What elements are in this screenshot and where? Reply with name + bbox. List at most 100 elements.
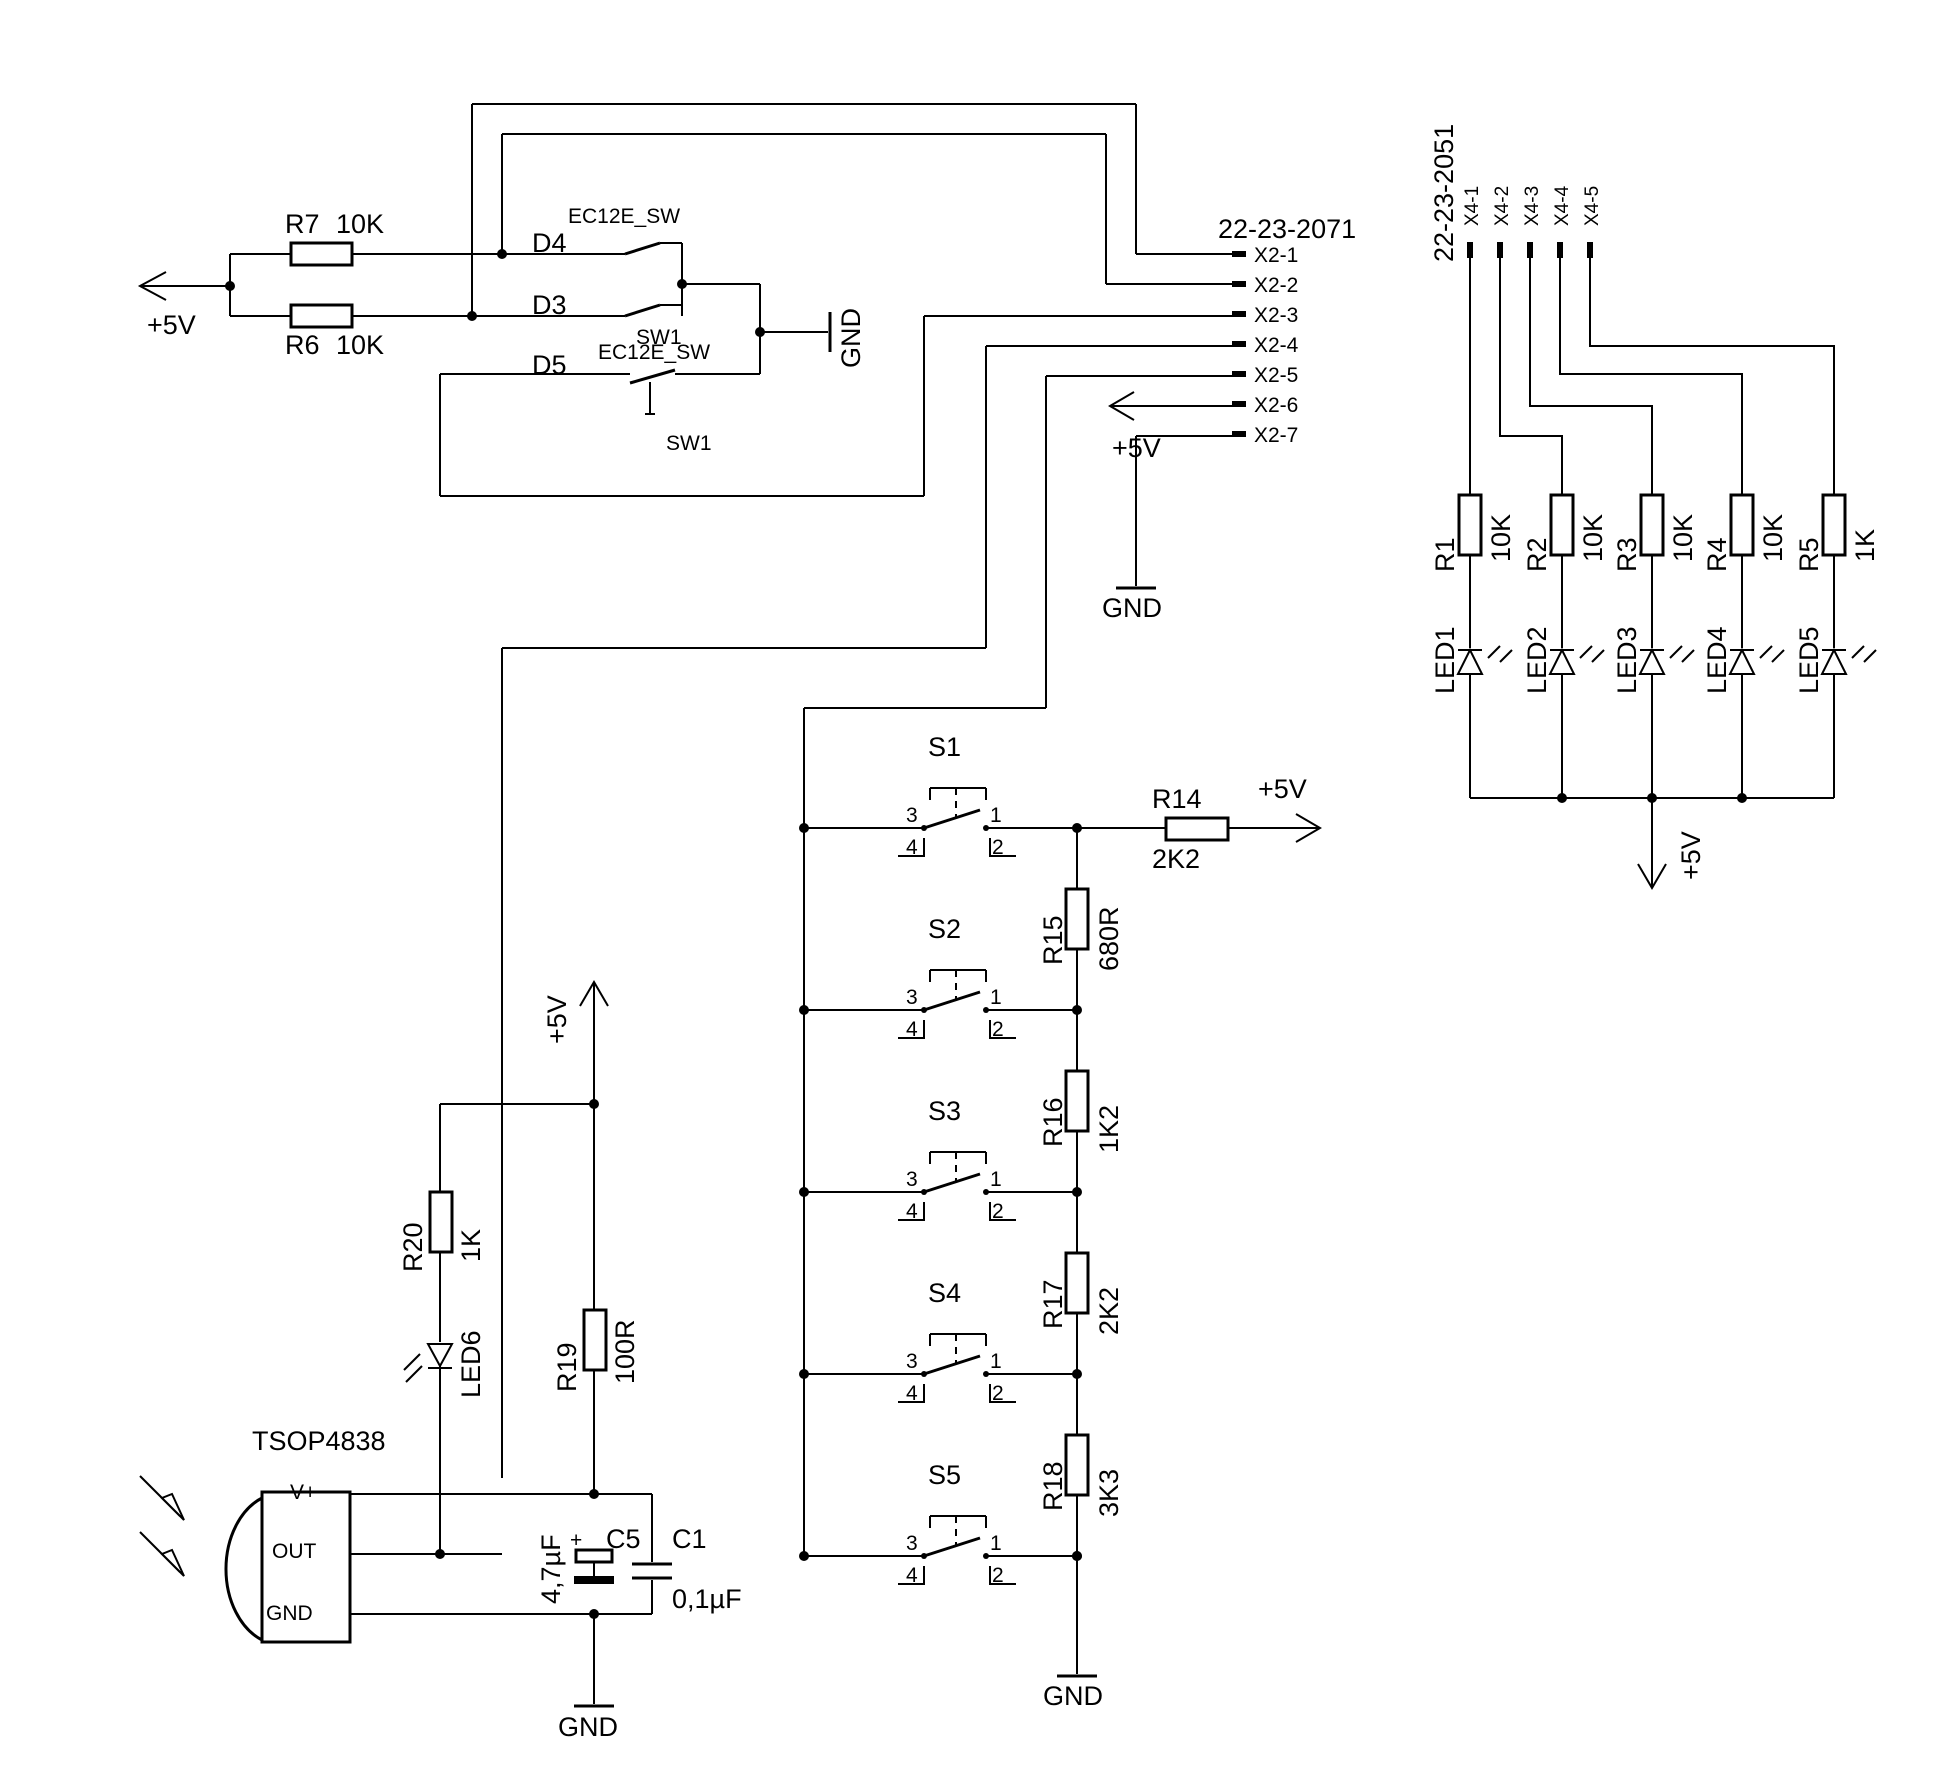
x2-pin-label: X2-1 <box>1254 244 1298 267</box>
led6-ref: LED6 <box>456 1330 486 1398</box>
switch-ref: S1 <box>928 732 961 762</box>
switch-pin-2: 2 <box>992 1018 1004 1041</box>
led-resistor-value: 10K <box>1486 514 1516 562</box>
ladder-resistor-ref: R18 <box>1038 1461 1068 1511</box>
x4-pin-3 <box>1527 242 1533 258</box>
switch-ref: S5 <box>928 1460 961 1490</box>
ladder-resistor-value: 3K3 <box>1094 1469 1124 1517</box>
vcc-label: +5V <box>147 310 196 340</box>
x2-pin-4 <box>1232 341 1246 347</box>
ladder-resistor-ref: R15 <box>1038 915 1068 965</box>
encoder-gnd-label: GND <box>836 308 866 368</box>
led-icon <box>1820 647 1848 675</box>
led-vcc-arrow-icon <box>1637 863 1667 890</box>
x4-pin-label: X4-5 <box>1582 186 1603 226</box>
led-icon <box>1638 647 1666 675</box>
led-vcc-label: +5V <box>1676 831 1706 880</box>
switch-pin-4: 4 <box>906 1564 918 1587</box>
r20-value: 1K <box>456 1229 486 1262</box>
r19-ref: R19 <box>552 1342 582 1392</box>
led-resistor <box>1457 493 1483 557</box>
c1-ref: C1 <box>672 1524 707 1554</box>
switch-pin-4: 4 <box>906 1018 918 1041</box>
led-icon <box>1456 647 1484 675</box>
switch-ref: S4 <box>928 1278 961 1308</box>
x2-pin-5 <box>1232 371 1246 377</box>
r14-value: 2K2 <box>1152 844 1200 874</box>
x2-pin-6 <box>1232 401 1246 407</box>
led-resistor-ref: R2 <box>1522 537 1552 572</box>
x2-pin-label: X2-4 <box>1254 334 1299 357</box>
led-icon <box>1728 647 1756 675</box>
led-resistor <box>1821 493 1847 557</box>
r7-value: 10K <box>336 209 384 239</box>
led-resistor-ref: R3 <box>1612 537 1642 572</box>
ir-vcc-arrow-icon <box>579 980 609 1007</box>
switch-pin-1: 1 <box>990 1350 1002 1373</box>
tsop-pin-gnd: GND <box>266 1602 313 1625</box>
led-ref: LED2 <box>1522 626 1552 694</box>
switch-pin-3: 3 <box>906 1168 918 1191</box>
switch-pin-1: 1 <box>990 986 1002 1009</box>
ladder-resistor <box>1064 887 1090 951</box>
r6-ref: R6 <box>285 330 320 360</box>
sw1-ref-a: SW1 <box>636 326 682 349</box>
r19-value: 100R <box>610 1319 640 1384</box>
d5-net: D5 <box>532 350 567 380</box>
r14-ref: R14 <box>1152 784 1202 814</box>
switch-pin-3: 3 <box>906 1350 918 1373</box>
led-resistor <box>1639 493 1665 557</box>
c5-ref: C5 <box>606 1524 641 1554</box>
switch-s1: S1 3 1 4 2 <box>799 732 1077 859</box>
switch-pin-3: 3 <box>906 804 918 827</box>
tsop-pin-out: OUT <box>272 1540 317 1563</box>
led-resistor-value: 10K <box>1578 514 1608 562</box>
c1-value: 0,1µF <box>672 1584 742 1614</box>
r14-vcc-arrow-icon <box>1295 813 1322 843</box>
led-ref: LED5 <box>1794 626 1824 694</box>
x4-part-label: 22-23-2051 <box>1429 124 1459 262</box>
x4-pin-label: X4-1 <box>1462 186 1483 226</box>
led-resistor-value: 10K <box>1758 514 1788 562</box>
encoder-section: +5V R7 10K R6 10K D4 D3 GND EC12E_SW SW1 <box>137 103 1232 497</box>
r14-vcc-label: +5V <box>1258 774 1307 804</box>
x2-gnd-label: GND <box>1102 593 1162 623</box>
switch-pin-4: 4 <box>906 1200 918 1223</box>
switch-pin-2: 2 <box>992 836 1004 859</box>
ladder-resistor-ref: R17 <box>1038 1279 1068 1329</box>
switch-pin-4: 4 <box>906 836 918 859</box>
ir-light-arrows-icon <box>139 1475 185 1577</box>
ladder-resistor-value: 2K2 <box>1094 1287 1124 1335</box>
x2-pin-2 <box>1232 281 1246 287</box>
x2-pin-label: X2-6 <box>1254 394 1298 417</box>
tsop-part-label: TSOP4838 <box>252 1426 386 1456</box>
x2-pin-label: X2-5 <box>1254 364 1298 387</box>
led-icon <box>1548 647 1576 675</box>
x2-pin-label: X2-3 <box>1254 304 1298 327</box>
x2-pin-label: X2-2 <box>1254 274 1298 297</box>
x4-pin-label: X4-4 <box>1552 185 1573 226</box>
x4-pin-1 <box>1467 242 1473 258</box>
r7-ref: R7 <box>285 209 320 239</box>
ladder-resistor <box>1064 1251 1090 1315</box>
led-resistor-ref: R4 <box>1702 537 1732 572</box>
c5-value: 4,7µF <box>536 1534 566 1604</box>
x2-pin-3 <box>1232 311 1246 317</box>
switch-pin-1: 1 <box>990 804 1002 827</box>
led-resistor-value: 1K <box>1850 529 1880 562</box>
x2-pin-1 <box>1232 251 1246 257</box>
x4-pin-5 <box>1587 242 1593 258</box>
switch-pin-3: 3 <box>906 986 918 1009</box>
r19-resistor <box>582 1308 608 1372</box>
ladder-r17: R17 2K2 <box>1038 1251 1124 1335</box>
r7-resistor <box>289 241 354 267</box>
switch-pin-2: 2 <box>992 1200 1004 1223</box>
led-resistor-ref: R1 <box>1430 537 1460 572</box>
